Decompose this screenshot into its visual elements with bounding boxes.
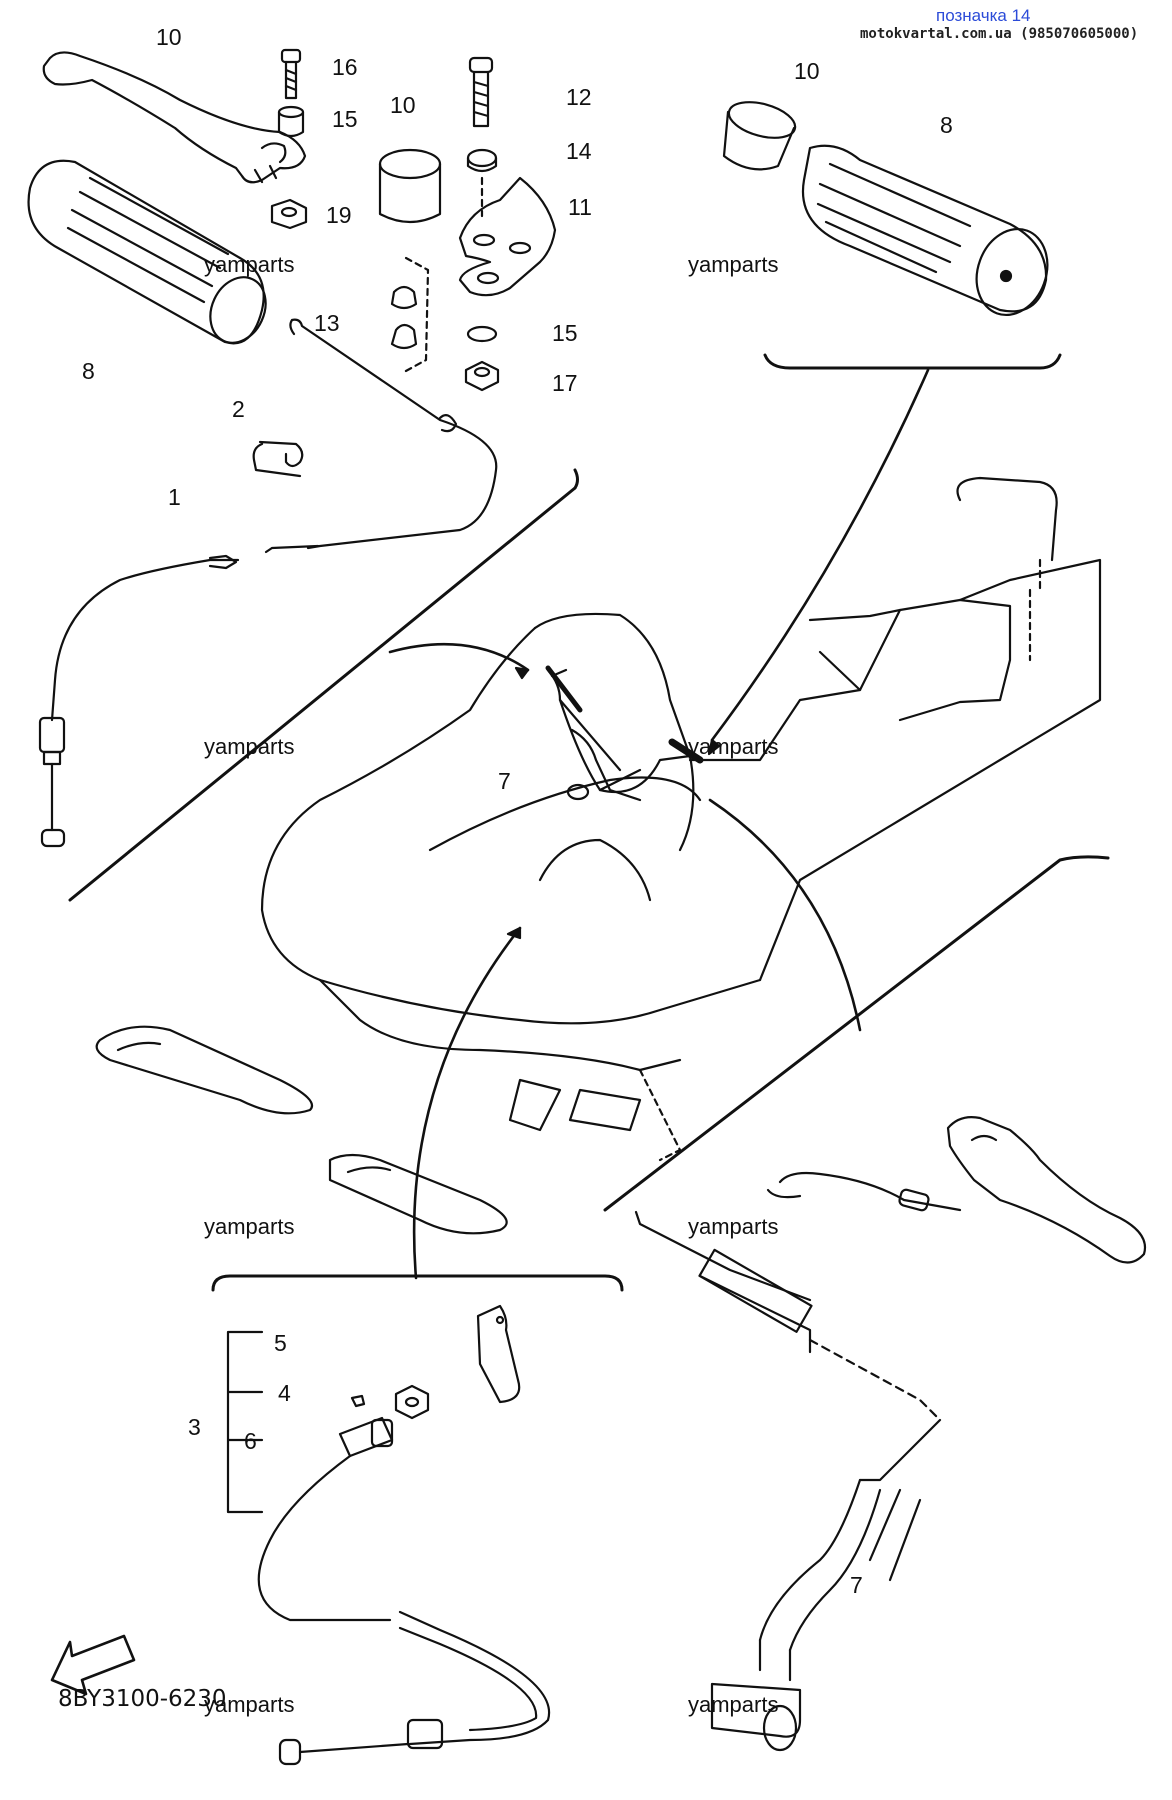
panel-border-top-right [763, 353, 1062, 370]
snowmobile-outline [95, 476, 1102, 1235]
washer-15-upper [466, 148, 498, 173]
callout-4: 4 [278, 1380, 291, 1406]
callout-15-upper: 14 [566, 138, 592, 164]
watermark: yamparts [204, 1214, 295, 1239]
collar-10-left [378, 148, 442, 224]
callout-6: 6 [244, 1428, 257, 1454]
callout-5: 5 [274, 1330, 287, 1356]
arrow-head-3 [506, 926, 522, 940]
watermark: yamparts [204, 1692, 295, 1717]
bracket-12 [458, 176, 557, 297]
leader-top-right [710, 368, 930, 742]
callout-10-right: 10 [794, 58, 820, 84]
sled-handlebar [545, 665, 704, 802]
grip-8-right [801, 144, 1049, 317]
callout-10-left: 10 [390, 92, 416, 118]
arrow-head-1 [707, 738, 721, 756]
switch-6 [338, 1394, 394, 1458]
damper-13 [390, 256, 430, 374]
callout-7: 7 [850, 1572, 863, 1598]
leader-bottom [412, 926, 522, 1280]
fwd-arrow-icon [50, 1634, 136, 1696]
bolt-14 [468, 56, 494, 128]
watermark: yamparts [204, 252, 295, 277]
callout-11: 10 [156, 24, 182, 50]
callout-2: 2 [232, 396, 245, 422]
brake-lever-11 [42, 51, 307, 184]
watermark: yamparts [688, 734, 779, 759]
collar-10-right [722, 101, 797, 171]
callout-12: 11 [568, 194, 592, 220]
nut-16 [464, 360, 500, 392]
switch-cable-3 [257, 1454, 551, 1766]
callout-19: 19 [326, 202, 352, 228]
callout-3: 3 [188, 1414, 201, 1440]
callout-14: 12 [566, 84, 592, 110]
callout-8-left: 8 [82, 358, 95, 384]
callout-8-right: 8 [940, 112, 953, 138]
clip-2 [252, 440, 304, 478]
callout-15-lower: 15 [552, 320, 578, 346]
cover-5 [476, 1304, 521, 1404]
callout-1: 1 [168, 484, 181, 510]
grip-8-left [27, 159, 267, 345]
watermark: yamparts [688, 1692, 779, 1717]
callout-18: 16 [332, 54, 358, 80]
panel-border-top-left [68, 486, 577, 902]
diagram-source-site: motokvartal.com.ua (985070605000) [860, 26, 1139, 42]
throttle-cable-lower [38, 554, 240, 848]
watermark: yamparts [204, 734, 295, 759]
throttle-cable-upper [264, 318, 498, 554]
watermark: yamparts [688, 252, 779, 277]
cable-7 [634, 1171, 962, 1752]
panel-border-top-left-end [573, 468, 579, 490]
callout-17: 15 [332, 106, 358, 132]
callout-16: 17 [552, 370, 578, 396]
panel-border-bottom-right [603, 855, 1110, 1212]
panel-border-bottom-left [211, 1274, 624, 1292]
diagram-part-code: 8BY3100-6230 [58, 1686, 227, 1712]
callout-9: 7 [498, 768, 511, 794]
lever-bottom-right [946, 1116, 1147, 1264]
collar-17 [277, 105, 305, 138]
nut-4 [394, 1384, 430, 1420]
washer-15-lower [466, 325, 498, 343]
leader-bottom-right [708, 798, 862, 1032]
bracket-3 [226, 1330, 264, 1514]
diagram-badge-title: позначка 14 [936, 6, 1031, 25]
nut-19 [270, 198, 308, 230]
arrow-head-2 [514, 666, 530, 680]
callout-13: 13 [314, 310, 340, 336]
watermark: yamparts [688, 1214, 779, 1239]
bolt-18 [280, 48, 302, 100]
leader-top-left [388, 642, 530, 672]
